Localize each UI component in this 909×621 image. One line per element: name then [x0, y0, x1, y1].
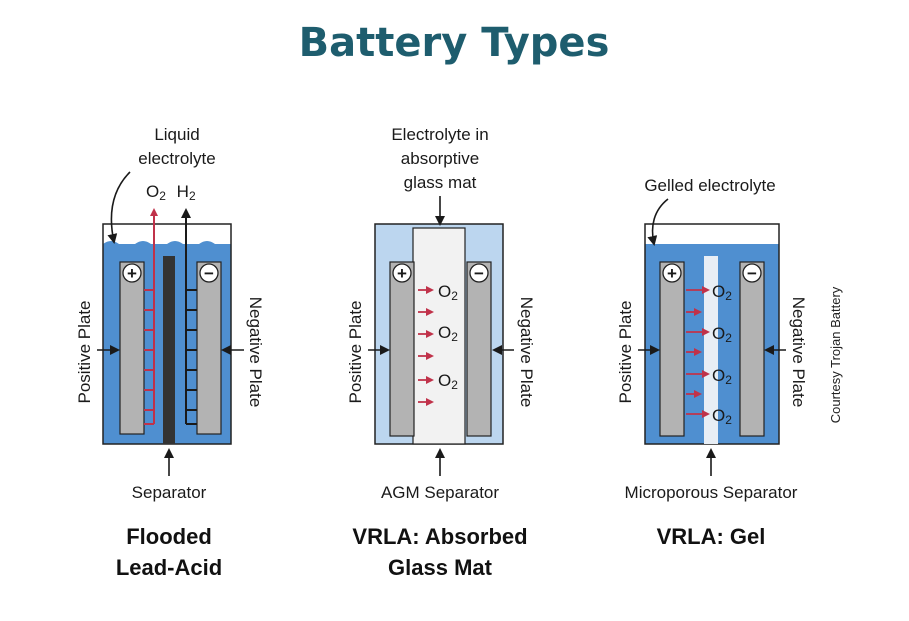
- h2-subscript: 2: [189, 189, 196, 203]
- flooded-minus-sign: −: [204, 264, 214, 283]
- gel-positive-plate: [659, 261, 685, 437]
- page-title: Battery Types: [299, 20, 610, 66]
- gel-o2-label-3: O2: [712, 366, 732, 387]
- flooded-electrolyte-arrow: [107, 171, 131, 244]
- agm-caption-line2: Glass Mat: [388, 555, 493, 580]
- agm-o2-label-3: O2: [438, 371, 458, 392]
- flooded-top-label-line1: Liquid: [154, 125, 199, 144]
- agm-plus-sign: +: [397, 264, 407, 283]
- flooded-minus-terminal: [199, 263, 219, 283]
- flooded-plus-terminal: [122, 263, 142, 283]
- o2-subscript: 2: [159, 189, 166, 203]
- agm-negative-plate-label: Negative Plate: [517, 297, 536, 408]
- agm-plus-terminal: [392, 263, 412, 283]
- flooded-negative-plate-label: Negative Plate: [246, 297, 265, 408]
- flooded-gas-labels: O2 H2: [146, 182, 196, 204]
- agm-oxygen-arrows: [418, 286, 434, 406]
- gel-minus-sign: −: [747, 264, 757, 283]
- agm-o2-label-2: O2: [438, 323, 458, 344]
- agm-positive-plate-label: Positive Plate: [346, 301, 365, 404]
- gel-o2-label-2: O2: [712, 324, 732, 345]
- gel-electrolyte-arrow: [647, 198, 669, 246]
- agm-positive-plate: [389, 261, 415, 437]
- agm-negative-plate: [466, 261, 492, 437]
- flooded-caption-line1: Flooded: [126, 524, 212, 549]
- agm-top-label-line1: Electrolyte in: [391, 125, 488, 144]
- gel-positive-plate-label: Positive Plate: [616, 301, 635, 404]
- gel-o2-label-4: O2: [712, 406, 732, 427]
- gel-minus-terminal: [742, 263, 762, 283]
- agm-minus-terminal: [469, 263, 489, 283]
- flooded-o2-gas-line: [144, 210, 154, 425]
- flooded-top-label-line2: electrolyte: [138, 149, 215, 168]
- gel-negative-plate-label: Negative Plate: [789, 297, 808, 408]
- agm-top-label-line2: absorptive: [401, 149, 479, 168]
- flooded-h2-gas-line: [186, 210, 197, 425]
- flooded-plus-sign: +: [127, 264, 137, 283]
- gel-o2-label-1: O2: [712, 282, 732, 303]
- gel-plus-terminal: [662, 263, 682, 283]
- flooded-positive-plate: [119, 261, 145, 435]
- flooded-positive-plate-label: Positive Plate: [75, 301, 94, 404]
- gel-caption: VRLA: Gel: [657, 524, 766, 549]
- panel-gel: + − O2 O2 O2 O2 Gelled electrolyte Posit…: [616, 176, 808, 549]
- gel-oxygen-arrows: [686, 286, 710, 418]
- agm-minus-sign: −: [474, 264, 484, 283]
- agm-top-label-line3: glass mat: [404, 173, 477, 192]
- agm-caption-line1: VRLA: Absorbed: [352, 524, 527, 549]
- h2-symbol: H: [177, 182, 189, 201]
- gel-separator-label: Microporous Separator: [625, 483, 798, 502]
- gel-separator: [704, 256, 718, 444]
- flooded-separator-label: Separator: [132, 483, 207, 502]
- o2-symbol: O: [146, 182, 159, 201]
- panel-flooded: + − O2 H2 Liquid electrolyte Positive Pl…: [75, 125, 265, 580]
- credit-text: Courtesy Trojan Battery: [828, 286, 843, 423]
- gel-negative-plate: [739, 261, 765, 437]
- panel-agm: + − O2 O2 O2 Electrolyte in absorptive g…: [346, 125, 536, 580]
- flooded-negative-plate: [196, 261, 222, 435]
- gel-plus-sign: +: [667, 264, 677, 283]
- flooded-caption-line2: Lead-Acid: [116, 555, 222, 580]
- flooded-separator-bar: [163, 256, 175, 444]
- agm-glass-mat: [412, 227, 466, 445]
- flooded-electrolyte-wave: [103, 241, 231, 252]
- agm-o2-label-1: O2: [438, 282, 458, 303]
- gel-top-label: Gelled electrolyte: [644, 176, 775, 195]
- agm-separator-label: AGM Separator: [381, 483, 499, 502]
